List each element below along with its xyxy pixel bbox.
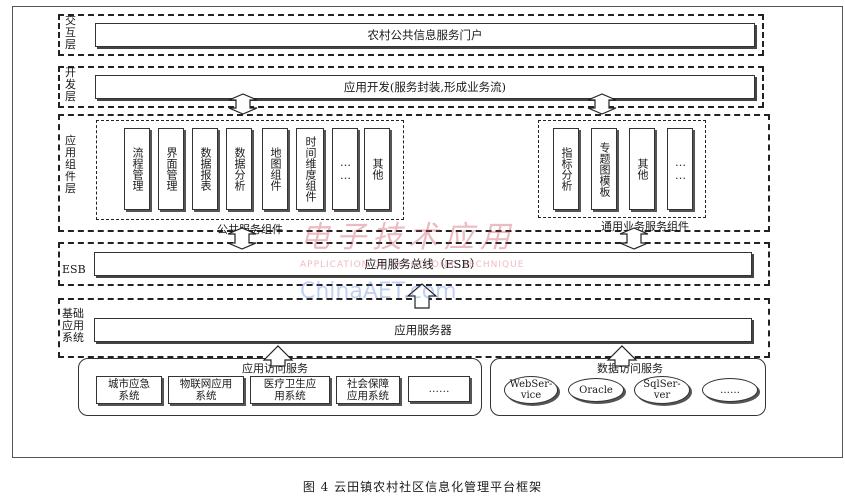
interaction-layer-label: 交 互 层 <box>65 14 76 51</box>
watermark-logo-text: 电子技术应用 <box>300 220 516 255</box>
city-emergency-system: 城市应急 系统 <box>96 376 162 404</box>
double-arrow <box>619 227 649 250</box>
sqlserver-node: SqlSer- ver <box>634 376 690 404</box>
figure-caption: 图 4 云田镇农村社区信息化管理平台框架 <box>302 480 543 494</box>
oracle-node: Oracle <box>568 378 624 402</box>
portal-bar: 农村公共信息服务门户 <box>95 23 755 47</box>
double-arrow <box>228 93 258 115</box>
component-layer-label: 应 用 组 件 层 <box>65 134 76 195</box>
component-workflow: 流程管理 <box>124 128 150 210</box>
component-other: 其他 <box>364 128 390 210</box>
app-access-ellipsis: …… <box>408 376 470 402</box>
app-access-label: 应用访问服务 <box>242 362 308 375</box>
development-layer <box>58 66 764 108</box>
app-server-bar: 应用服务器 <box>94 318 752 342</box>
up-arrow <box>606 345 638 367</box>
webservice-node: WebSer- vice <box>504 376 558 404</box>
component-map: 地图组件 <box>262 128 288 210</box>
component-data-analysis: 数据分析 <box>226 128 252 210</box>
component-indicator-analysis: 指标分析 <box>553 128 579 210</box>
interaction-layer <box>58 14 764 56</box>
iot-application-system: 物联网应用 系统 <box>168 376 244 404</box>
app-dev-bar: 应用开发(服务封装,形成业务流) <box>95 75 755 99</box>
double-arrow <box>227 227 257 250</box>
component-time-dimension: 时间维度组件 <box>296 128 324 210</box>
component-business-ellipsis: …… <box>667 128 693 210</box>
watermark-english: APPLICATION OF ELECTRONIC TECHNIQUE <box>300 260 525 270</box>
watermark-url: ChinaAET.com <box>300 279 457 304</box>
up-arrow <box>262 345 294 367</box>
component-ui-management: 界面管理 <box>158 128 184 210</box>
component-business-other: 其他 <box>629 128 655 210</box>
data-access-label: 数据访问服务 <box>597 362 663 375</box>
development-layer-label: 开 发 层 <box>65 66 76 103</box>
base-layer-label: 基础 应用 系统 <box>62 307 84 344</box>
common-components-group <box>538 120 706 218</box>
component-ellipsis: …… <box>332 128 358 210</box>
esb-bar: 应用服务总线（ESB） <box>94 252 752 276</box>
social-security-system: 社会保障 应用系统 <box>336 376 400 404</box>
healthcare-system: 医疗卫生应 用系统 <box>250 376 330 404</box>
common-components-label: 通用业务服务组件 <box>601 220 689 233</box>
esb-layer-label: ESB <box>62 263 86 276</box>
up-arrow <box>406 283 438 309</box>
component-thematic-template: 专题图模板 <box>591 128 617 210</box>
diagram-frame <box>12 6 843 458</box>
double-arrow <box>587 93 617 115</box>
component-layer <box>58 114 770 232</box>
base-layer <box>58 298 770 358</box>
esb-layer <box>58 242 770 286</box>
data-access-ellipsis: …… <box>702 378 758 402</box>
public-components-group <box>96 120 404 220</box>
component-data-report: 数据报表 <box>192 128 218 210</box>
